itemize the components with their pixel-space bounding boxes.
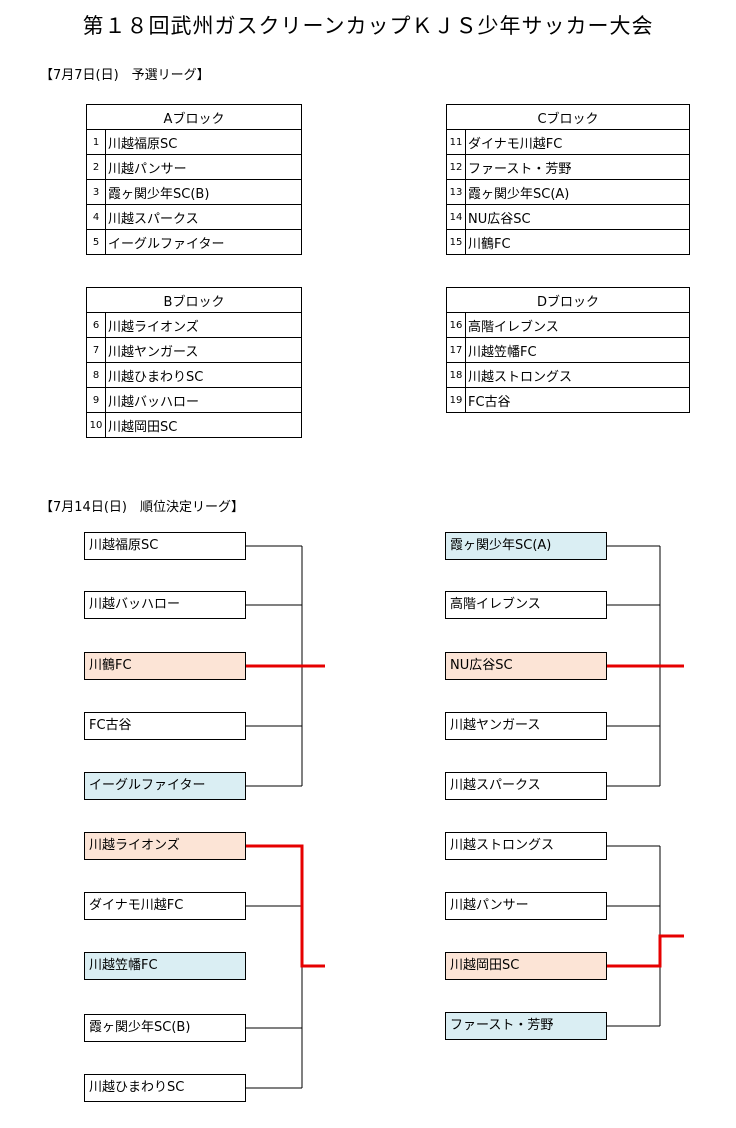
team-name: ファースト・芳野	[465, 154, 690, 180]
bracket-team-highlight: ファースト・芳野	[445, 1012, 607, 1040]
block-d-header: Dブロック	[446, 287, 690, 313]
team-name: 川越ひまわりSC	[105, 362, 302, 388]
bracket-team: 霞ヶ関少年SC(B)	[84, 1014, 246, 1042]
bracket-team: 川越ストロングス	[445, 832, 607, 860]
team-name: 川越ライオンズ	[105, 312, 302, 338]
team-name: 川越スパークス	[105, 204, 302, 230]
bracket-team-winner: 川鶴FC	[84, 652, 246, 680]
bracket-team-winner: 川越岡田SC	[445, 952, 607, 980]
team-name: 川越パンサー	[105, 154, 302, 180]
team-name: イーグルファイター	[105, 229, 302, 255]
bracket-team: 川越福原SC	[84, 532, 246, 560]
team-name: 川鶴FC	[465, 229, 690, 255]
bracket-team-winner: NU広谷SC	[445, 652, 607, 680]
bracket-team: 川越スパークス	[445, 772, 607, 800]
bracket-team-highlight: 霞ヶ関少年SC(A)	[445, 532, 607, 560]
bracket-team-highlight: イーグルファイター	[84, 772, 246, 800]
bracket-team: FC古谷	[84, 712, 246, 740]
bracket-team: 川越バッハロー	[84, 591, 246, 619]
final-label: 【7月14日(日) 順位決定リーグ】	[40, 500, 244, 515]
bracket-team: 川越パンサー	[445, 892, 607, 920]
block-b-header: Bブロック	[86, 287, 302, 313]
bracket-team: 川越ひまわりSC	[84, 1074, 246, 1102]
team-name: 川越岡田SC	[105, 412, 302, 438]
team-name: ダイナモ川越FC	[465, 129, 690, 155]
bracket-team-winner: 川越ライオンズ	[84, 832, 246, 860]
bracket-team: 川越ヤンガース	[445, 712, 607, 740]
team-name: FC古谷	[465, 387, 690, 413]
team-name: 霞ヶ関少年SC(A)	[465, 179, 690, 205]
prelim-label: 【7月7日(日) 予選リーグ】	[40, 68, 210, 83]
bracket-team: 高階イレブンス	[445, 591, 607, 619]
bracket-team-highlight: 川越笠幡FC	[84, 952, 246, 980]
team-name: NU広谷SC	[465, 204, 690, 230]
page-title: 第１８回武州ガスクリーンカップＫＪＳ少年サッカー大会	[82, 14, 654, 38]
bracket-team: ダイナモ川越FC	[84, 892, 246, 920]
